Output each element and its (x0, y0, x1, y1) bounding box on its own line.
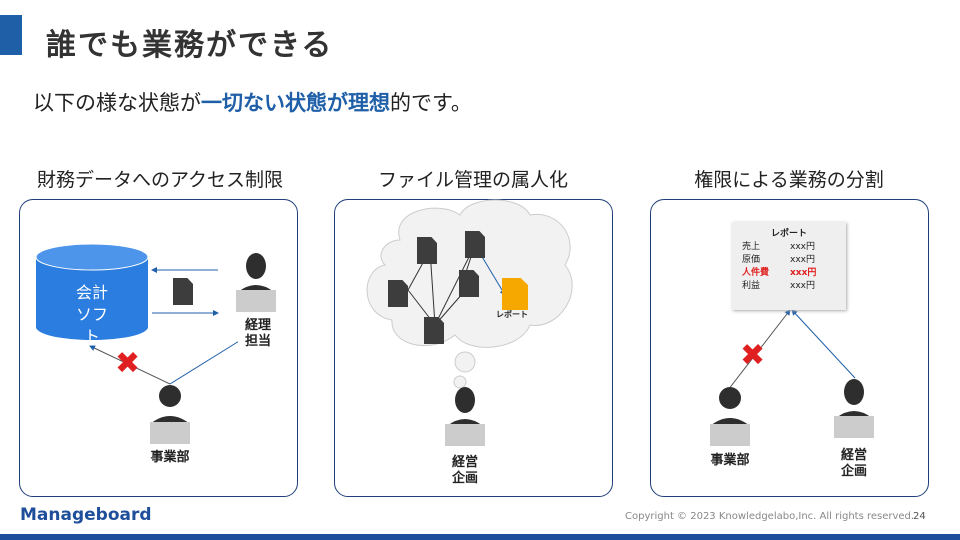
row-value: xxx円 (790, 255, 815, 265)
row-key: 売上 (742, 242, 761, 252)
row-value: xxx円 (790, 281, 815, 291)
report-title: レポート (770, 229, 807, 239)
label-line: 企画 (840, 464, 867, 479)
document-icon (459, 270, 479, 297)
document-icon (465, 231, 485, 258)
panel-file-management (334, 199, 613, 497)
person-label-planning: 経営企画 (445, 455, 485, 487)
row-key: 利益 (742, 281, 761, 291)
report-card: レポート 売上 xxx円 原価 xxx円 人件費 xxx円 利益 xxx円 (732, 222, 846, 310)
panel-title-2: ファイル管理の属人化 (377, 169, 568, 191)
label-line: 企画 (451, 471, 478, 486)
row-value: xxx円 (790, 242, 815, 252)
person-label-business: 事業部 (700, 453, 760, 469)
person-label-accounting: 経理担当 (238, 318, 278, 350)
subtitle-suffix: 的です。 (390, 91, 472, 115)
document-icon (424, 317, 444, 344)
report-file-label: レポート (496, 310, 528, 319)
db-label-line2: ソフト (75, 305, 108, 346)
manageboard-logo: Manageboard (20, 505, 152, 525)
report-row: 売上 xxx円 (742, 241, 836, 254)
cross-icon: ✖ (115, 346, 141, 381)
subtitle-emphasis: 一切ない状態が理想 (201, 91, 390, 115)
row-key: 人件費 (742, 268, 770, 278)
subtitle: 以下の様な状態が一切ない状態が理想的です。 (33, 87, 472, 117)
label-line: 経営 (451, 455, 478, 470)
subtitle-prefix: 以下の様な状態が (33, 91, 201, 115)
document-icon (173, 278, 193, 305)
page-title: 誰でも業務ができる (46, 28, 334, 63)
label-line: 経営 (840, 448, 867, 463)
title-accent-bar (0, 15, 22, 55)
report-row-highlighted: 人件費 xxx円 (742, 267, 836, 280)
report-row: 原価 xxx円 (742, 254, 836, 267)
db-label-line1: 会計 (75, 283, 108, 302)
label-line: 経理 (244, 318, 271, 333)
panel-access-restriction (19, 199, 298, 497)
person-label-planning: 経営企画 (834, 448, 874, 480)
report-file-icon (502, 278, 528, 310)
document-icon (388, 280, 408, 307)
panel-title-1: 財務データへのアクセス制限 (36, 169, 284, 191)
panel-title-3: 権限による業務の分割 (694, 169, 884, 191)
person-icons (150, 253, 874, 446)
report-row: 利益 xxx円 (742, 280, 836, 293)
cross-icon: ✖ (740, 338, 766, 373)
person-label-business: 事業部 (140, 450, 200, 466)
database-label: 会計ソフト (70, 282, 114, 348)
row-key: 原価 (742, 255, 761, 265)
label-line: 担当 (244, 334, 271, 349)
document-icon (417, 237, 437, 264)
row-value: xxx円 (790, 268, 817, 278)
footer-bar (0, 534, 960, 540)
database-icon (35, 243, 149, 340)
page-number: 24 (913, 511, 926, 522)
copyright: Copyright © 2023 Knowledgelabo,Inc. All … (625, 511, 915, 522)
panel-permission-split (650, 199, 929, 497)
